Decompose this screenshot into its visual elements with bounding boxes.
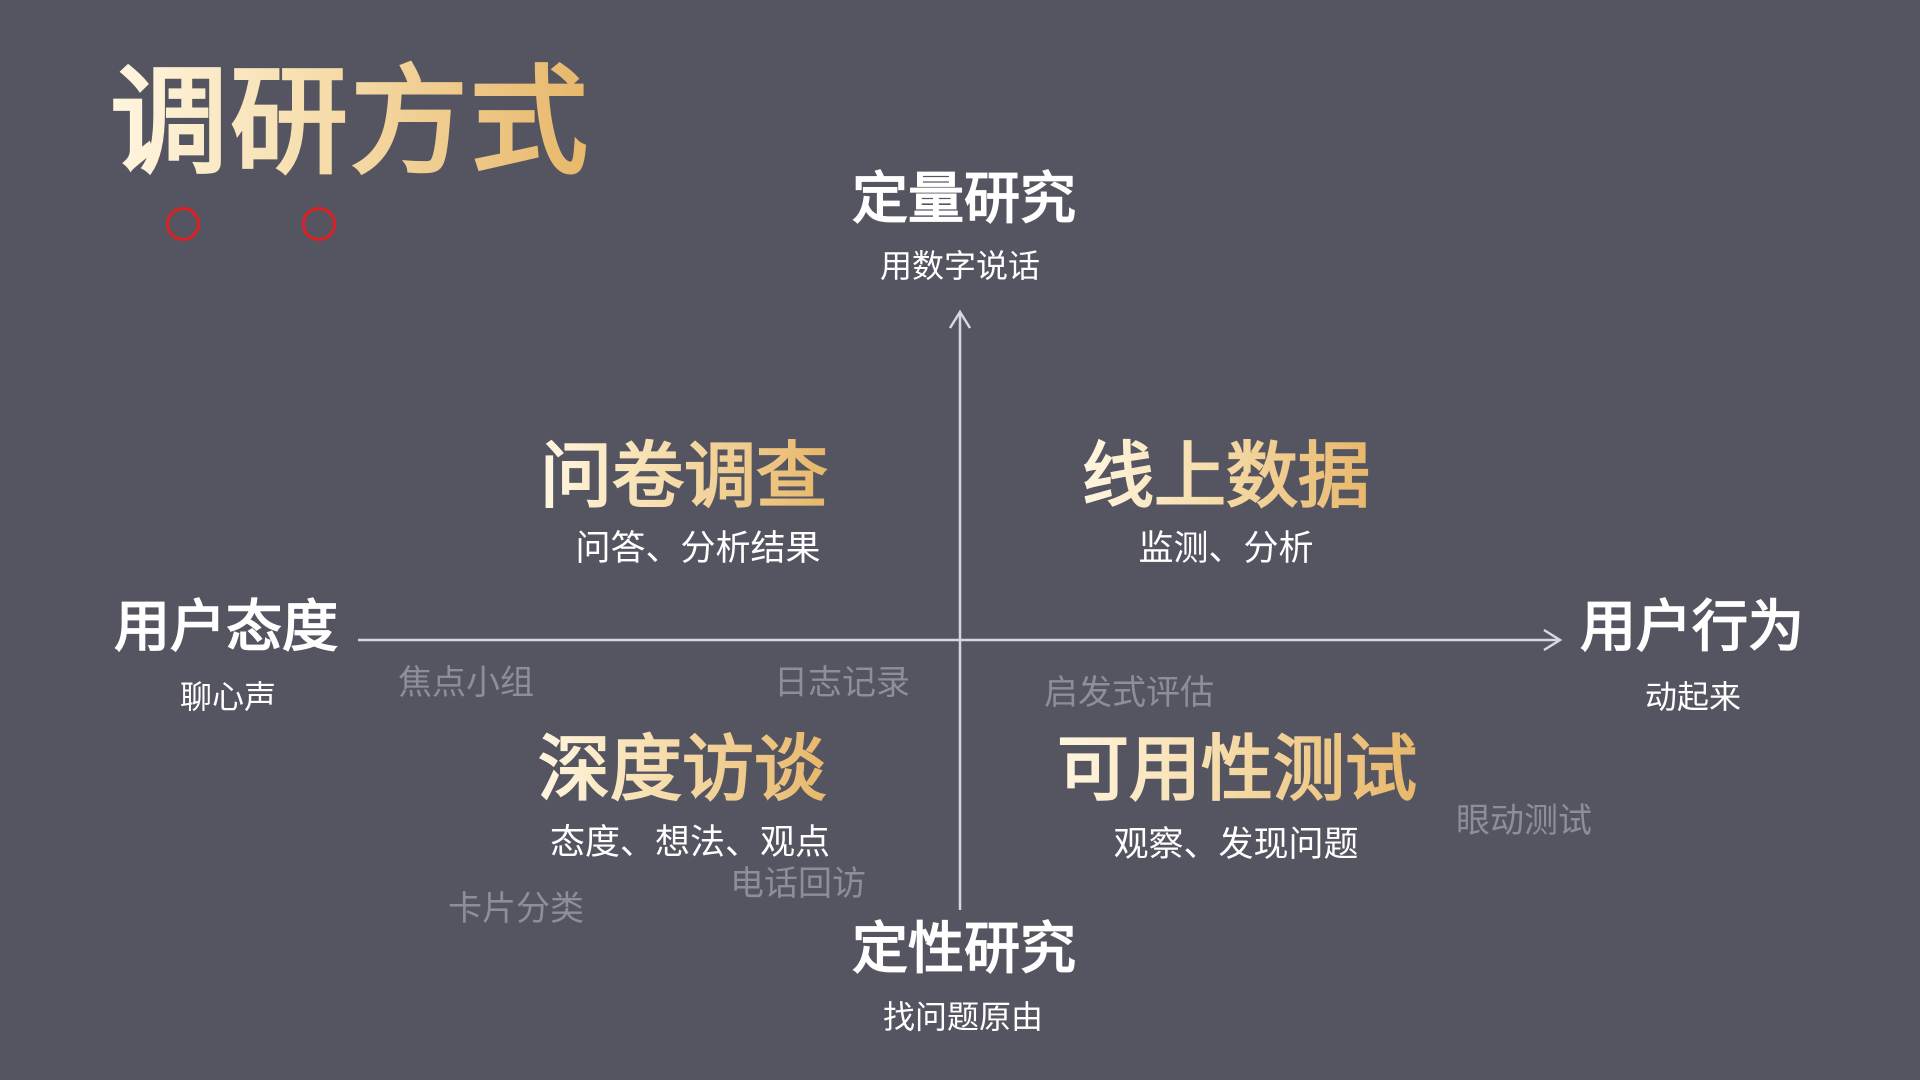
quadrant-bottom-right-label: 可用性测试	[1056, 726, 1418, 811]
minor-heuristic: 启发式评估	[1044, 673, 1214, 713]
axis-top-label: 定量研究	[852, 167, 1076, 232]
minor-diary: 日志记录	[774, 663, 910, 703]
axis-bottom-label: 定性研究	[852, 917, 1076, 982]
vertical-axis-arrow	[948, 309, 972, 329]
quadrant-top-right-sub: 监测、分析	[1138, 529, 1314, 569]
quadrant-bottom-left-sub: 态度、想法、观点	[549, 823, 831, 863]
axis-bottom-sub: 找问题原由	[882, 998, 1044, 1036]
axis-right-label: 用户行为	[1580, 595, 1804, 660]
axis-left-sub: 聊心声	[179, 678, 277, 716]
decorative-circle-left	[166, 207, 200, 241]
page-title: 调研方式	[110, 52, 591, 191]
minor-focus-group: 焦点小组	[398, 663, 534, 703]
axis-right-sub: 动起来	[1644, 678, 1742, 716]
minor-eye-tracking: 眼动测试	[1456, 801, 1592, 841]
minor-card-sorting: 卡片分类	[448, 889, 584, 929]
decorative-circle-right	[302, 207, 336, 241]
quadrant-bottom-left-label: 深度访谈	[537, 726, 827, 811]
axis-top-sub: 用数字说话	[879, 247, 1041, 285]
quadrant-top-left-label: 问卷调查	[539, 433, 829, 518]
minor-phone-followup: 电话回访	[730, 864, 866, 904]
horizontal-axis-arrow	[1543, 628, 1563, 652]
quadrant-top-left-sub: 问答、分析结果	[575, 529, 821, 569]
quadrant-bottom-right-sub: 观察、发现问题	[1113, 825, 1359, 865]
quadrant-top-right-label: 线上数据	[1081, 433, 1371, 518]
axis-left-label: 用户态度	[114, 595, 338, 660]
